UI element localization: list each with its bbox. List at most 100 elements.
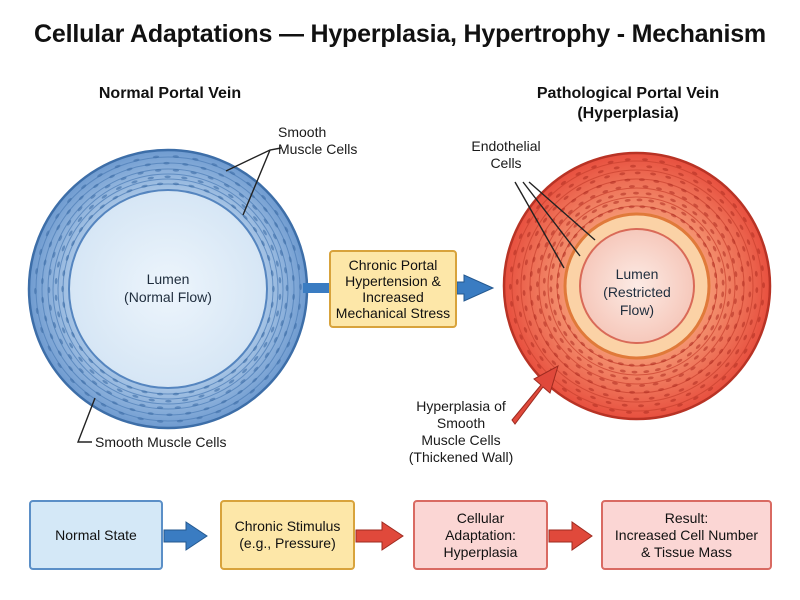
smooth-muscle-nucleus [67,197,72,203]
smooth-muscle-nucleus [77,216,83,223]
smooth-muscle-nucleus [535,281,539,288]
smooth-muscle-nucleus [701,219,707,225]
smooth-muscle-nucleus [705,372,711,377]
smooth-muscle-nucleus [721,291,725,298]
smooth-muscle-nucleus [200,166,207,170]
smooth-muscle-nucleus [272,233,277,240]
smooth-muscle-nucleus [279,249,283,257]
smooth-muscle-nucleus [112,378,119,383]
smooth-muscle-nucleus [543,321,547,327]
smooth-muscle-nucleus [563,363,569,368]
smooth-muscle-nucleus [660,359,667,363]
smooth-muscle-nucleus [693,195,700,200]
smooth-muscle-nucleus [683,362,689,367]
smooth-muscle-nucleus [122,398,129,402]
smooth-muscle-nucleus [665,175,672,179]
smooth-muscle-nucleus [275,260,279,267]
smooth-muscle-nucleus [274,221,279,228]
smooth-muscle-label-top-line1: Smooth [278,124,327,140]
smooth-muscle-nucleus [78,345,83,352]
smooth-muscle-nucleus [703,346,708,352]
smooth-muscle-nucleus [565,355,571,360]
smooth-muscle-nucleus [217,195,224,200]
smooth-muscle-nucleus [678,388,685,392]
smooth-muscle-nucleus [570,340,575,346]
smooth-muscle-nucleus [293,323,297,330]
smooth-muscle-nucleus [725,362,730,368]
smooth-muscle-nucleus [702,324,707,330]
smooth-muscle-nucleus [176,419,184,423]
smooth-muscle-nucleus [762,282,766,289]
smooth-muscle-nucleus [720,190,726,196]
smooth-muscle-nucleus [542,217,548,223]
smooth-muscle-nucleus [722,251,726,257]
smooth-muscle-nucleus [510,266,513,273]
smooth-muscle-nucleus [610,180,616,184]
smooth-muscle-nucleus [211,163,218,167]
smooth-muscle-nucleus [157,420,164,423]
smooth-muscle-nucleus [203,189,210,193]
smooth-muscle-nucleus [192,157,199,161]
smooth-muscle-nucleus [634,171,641,175]
smooth-muscle-nucleus [68,365,73,372]
smooth-muscle-nucleus [526,231,531,238]
smooth-muscle-nucleus [757,316,761,323]
smooth-muscle-nucleus [600,385,607,389]
smooth-muscle-nucleus [631,370,638,374]
smooth-muscle-nucleus [253,355,259,362]
smooth-muscle-nucleus [55,213,60,219]
smooth-muscle-nucleus [39,248,43,255]
smooth-muscle-nucleus [528,244,533,251]
smooth-muscle-nucleus [676,358,683,363]
smooth-muscle-nucleus [681,204,688,209]
smooth-muscle-nucleus [40,327,44,334]
smooth-muscle-nucleus [648,396,655,400]
smooth-muscle-nucleus [88,358,94,364]
smooth-muscle-nucleus [544,302,548,309]
smooth-muscle-nucleus [567,209,573,215]
smooth-muscle-nucleus [137,171,144,175]
smooth-muscle-nucleus [696,333,701,339]
smooth-muscle-nucleus [292,244,296,251]
smooth-muscle-nucleus [578,348,584,354]
smooth-muscle-nucleus [539,355,544,361]
smooth-muscle-nucleus [559,304,563,311]
smooth-muscle-nucleus [708,314,712,321]
smooth-muscle-nucleus [648,199,655,203]
smooth-muscle-nucleus [262,229,267,236]
pathological-heading-line2: (Hyperplasia) [577,105,679,122]
smooth-muscle-nucleus [706,196,712,201]
smooth-muscle-nucleus [172,168,180,172]
smooth-muscle-nucleus [695,344,701,349]
smooth-muscle-nucleus [556,272,560,279]
smooth-muscle-nucleus [225,389,232,394]
smooth-muscle-nucleus [214,388,221,392]
smooth-muscle-nucleus [727,218,732,224]
smooth-muscle-nucleus [508,283,512,290]
smooth-muscle-nucleus [643,390,650,394]
smooth-muscle-nucleus [78,195,84,201]
smooth-muscle-nucleus [578,201,584,206]
smooth-muscle-nucleus [71,240,75,247]
leader-lines [76,147,596,443]
smooth-muscle-nucleus [539,254,544,261]
smooth-muscle-nucleus [547,191,553,197]
smooth-muscle-nucleus [710,229,715,235]
smooth-muscle-nucleus [749,319,753,326]
smooth-muscle-nucleus [43,259,47,266]
smooth-muscle-nucleus [693,203,699,208]
smooth-muscle-nucleus [718,348,724,354]
smooth-muscle-nucleus [524,305,528,312]
smooth-muscle-nucleus [547,253,551,259]
smooth-muscle-nucleus [253,226,258,233]
smooth-muscle-nucleus [147,412,154,415]
smooth-muscle-nucleus [550,298,554,305]
smooth-muscle-nucleus [141,390,148,394]
smooth-muscle-nucleus [742,245,746,252]
smooth-muscle-nucleus [650,362,657,366]
smooth-muscle-nucleus [62,301,66,308]
smooth-muscle-nucleus [553,309,557,316]
smooth-muscle-nucleus [692,381,698,385]
smooth-muscle-nucleus [264,352,269,358]
smooth-muscle-nucleus [228,193,234,199]
